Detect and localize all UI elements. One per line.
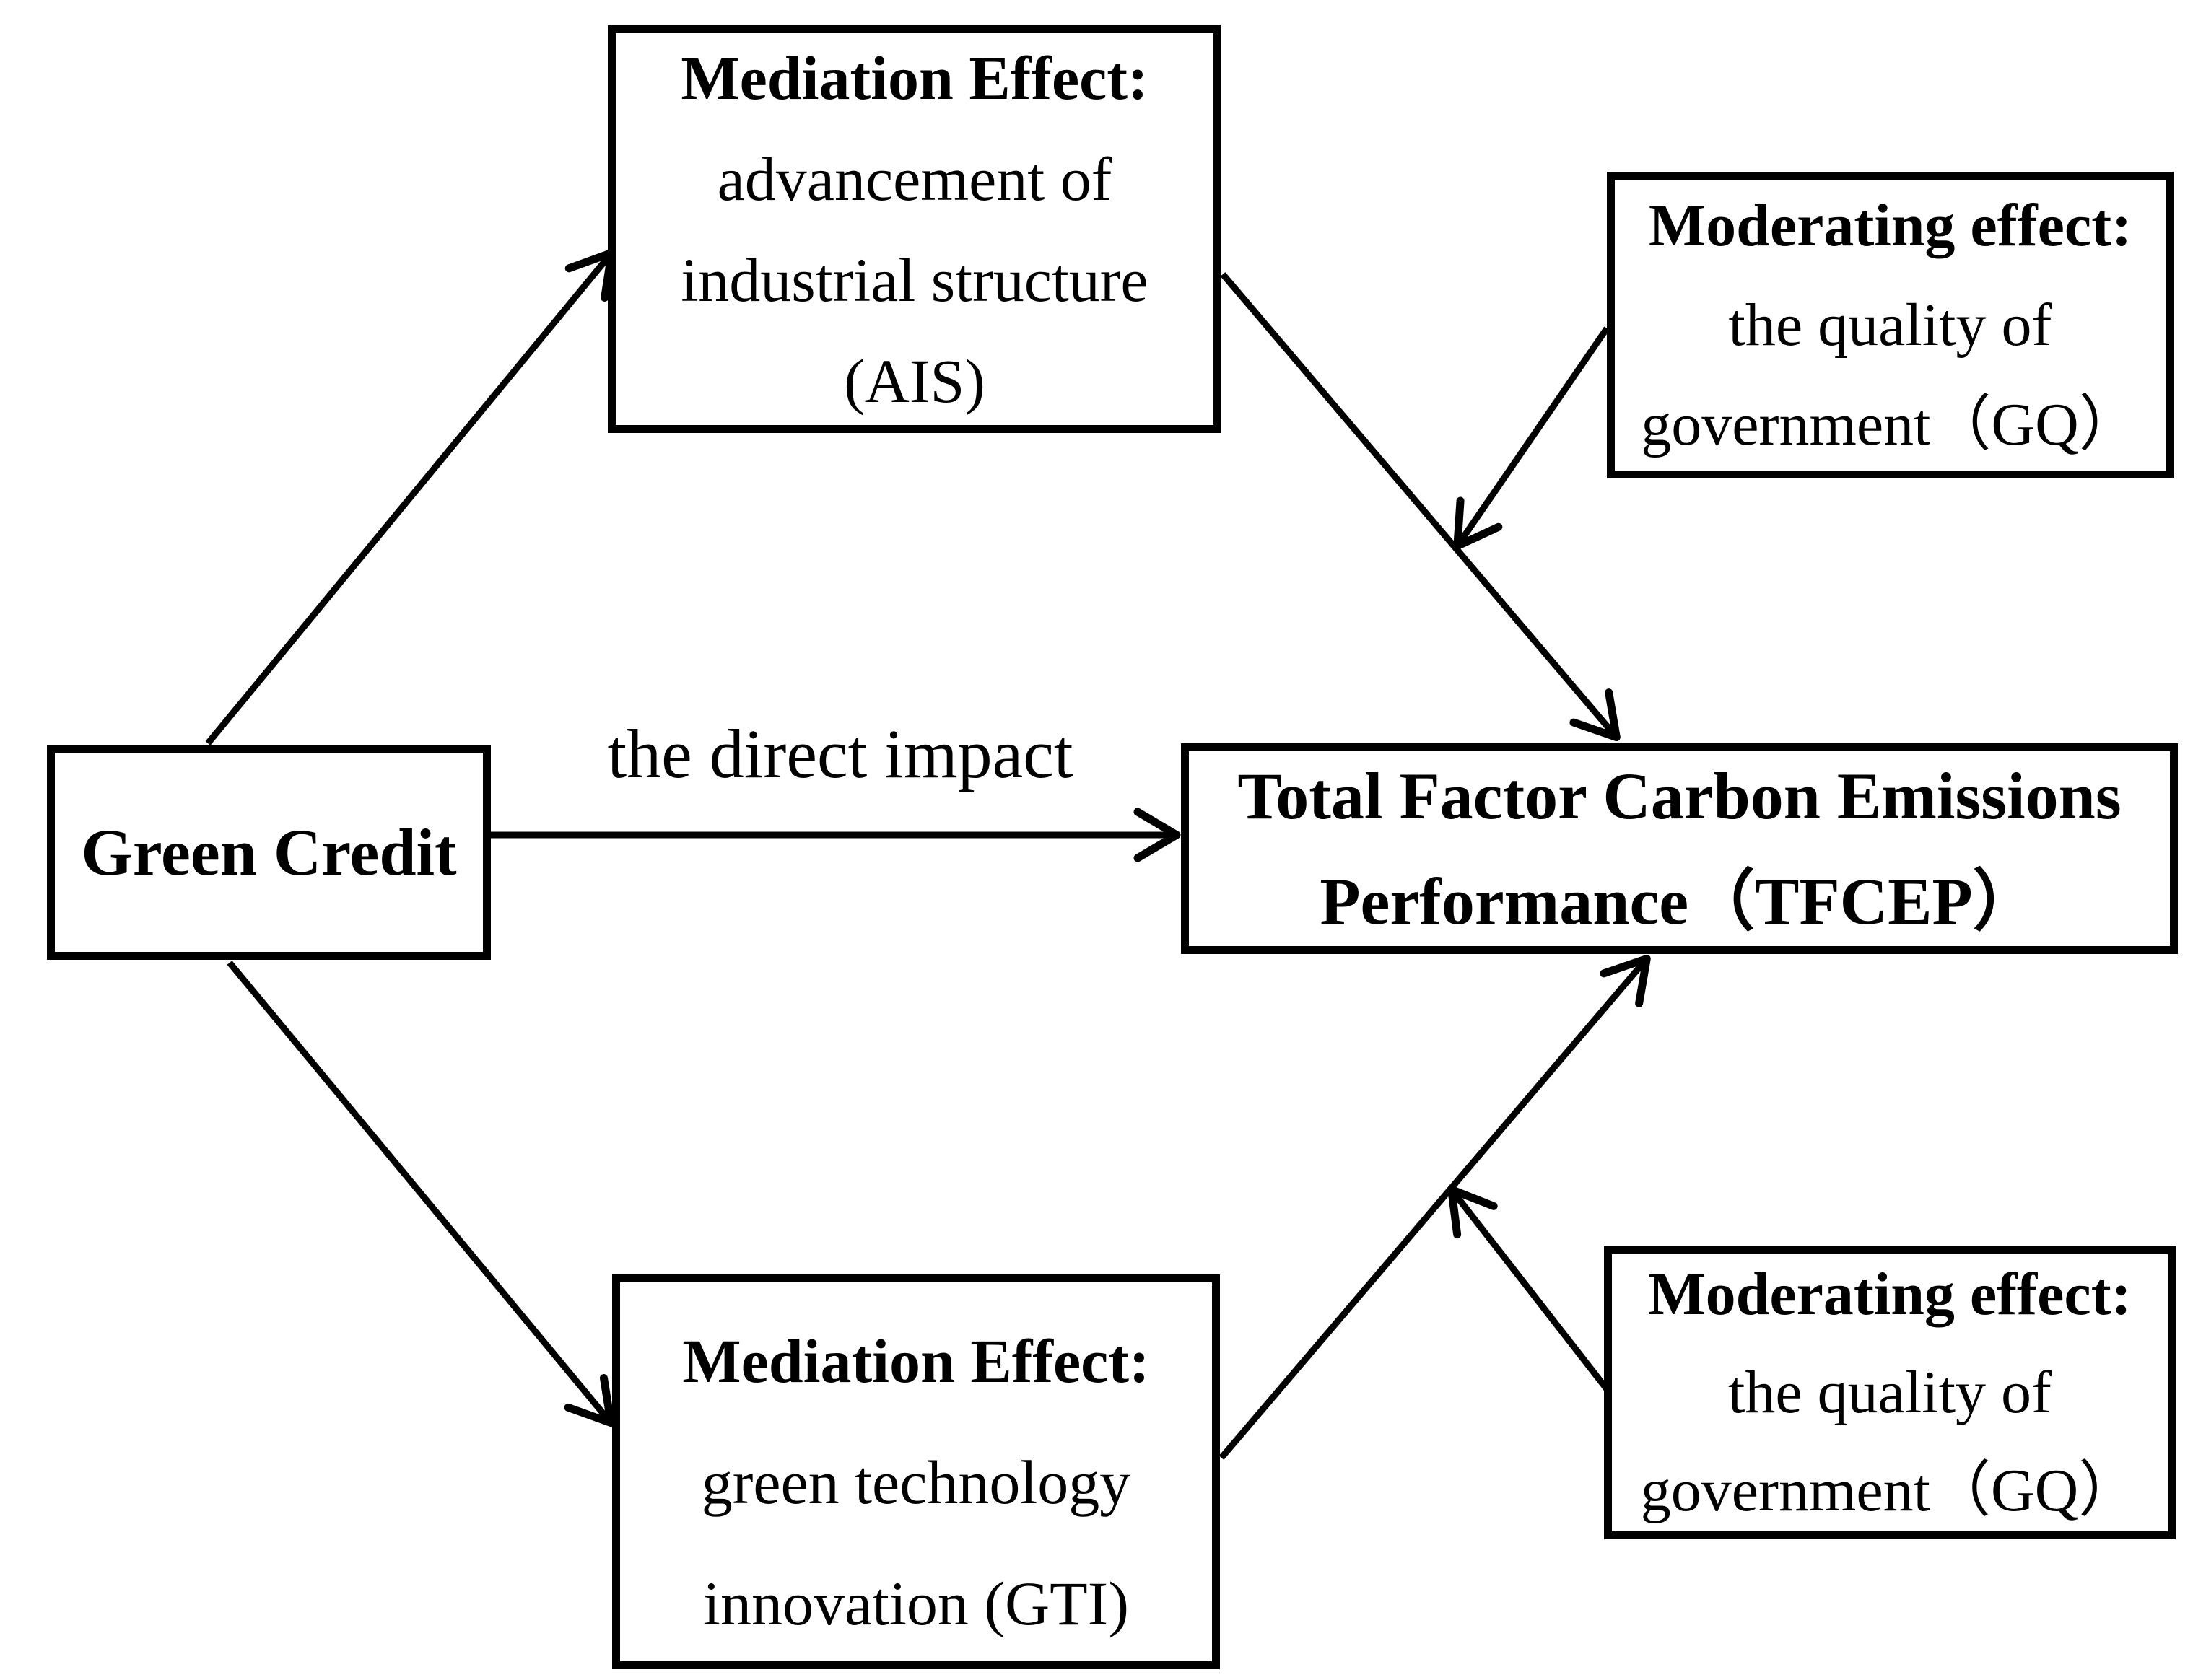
mediation-gti-line: innovation (GTI)	[703, 1568, 1129, 1638]
mediation-ais-line: industrial structure	[681, 245, 1148, 315]
arrow-moderating-bottom-to-path	[1447, 1185, 1610, 1391]
mediation-ais-line: advancement of	[717, 144, 1112, 214]
arrow-ais-to-tfcep	[1220, 272, 1621, 742]
tfcep-line: Performance（TFCEP）	[1320, 865, 2039, 938]
moderating-bottom-heading: Moderating effect:	[1648, 1261, 2132, 1328]
moderating-bottom-line: the quality of	[1728, 1359, 2052, 1426]
arrow-gti-to-tfcep	[1218, 954, 1651, 1460]
tfcep-line: Total Factor Carbon Emissions	[1237, 759, 2122, 833]
moderating-top-heading: Moderating effect:	[1648, 191, 2132, 259]
mediation-ais-line: (AIS)	[844, 346, 985, 416]
mediation-ais-heading: Mediation Effect:	[681, 43, 1148, 113]
arrow-green-credit-to-gti	[227, 961, 615, 1427]
green-credit-label: Green Credit	[81, 815, 457, 889]
node-moderating-effect-bottom: Moderating effect: the quality of govern…	[1604, 1246, 2176, 1539]
edge-label-direct-impact: the direct impact	[607, 715, 1073, 792]
node-tfcep: Total Factor Carbon Emissions Performanc…	[1181, 743, 2178, 954]
node-mediation-ais: Mediation Effect: advancement of industr…	[608, 25, 1221, 433]
arrow-green-credit-to-ais	[205, 248, 616, 745]
moderating-bottom-line: government（GQ）	[1640, 1457, 2140, 1524]
arrow-moderating-top-to-path	[1453, 326, 1610, 551]
node-moderating-effect-top: Moderating effect: the quality of govern…	[1607, 172, 2174, 478]
mediation-gti-heading: Mediation Effect:	[682, 1326, 1150, 1396]
node-mediation-gti: Mediation Effect: green technology innov…	[612, 1274, 1220, 1669]
mediation-gti-line: green technology	[701, 1447, 1131, 1517]
moderating-top-line: government（GQ）	[1641, 390, 2140, 458]
node-green-credit: Green Credit	[47, 745, 491, 960]
moderating-top-line: the quality of	[1728, 291, 2052, 359]
